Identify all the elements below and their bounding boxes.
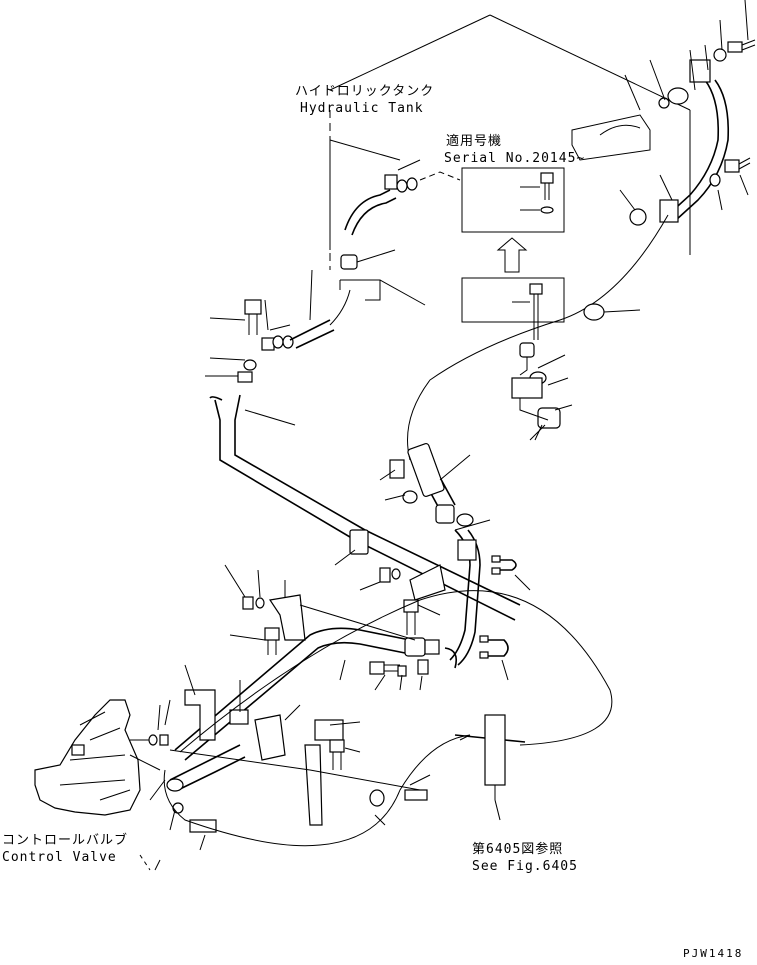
serial-label-en: Serial No.20145~: [444, 151, 586, 166]
see-fig-label-en: See Fig.6405: [472, 859, 578, 874]
tank-hose-assembly: [329, 139, 421, 270]
lower-left-tube: [174, 604, 440, 761]
middle-hose: [379, 442, 491, 666]
lower-brackets: [184, 664, 361, 826]
lower-middle-bolts: [339, 647, 458, 691]
lower-return-line: [163, 590, 613, 847]
center-clamp-bracket: [511, 342, 573, 441]
center-plate: [359, 564, 446, 635]
serial-detail-boxes: [461, 167, 565, 340]
control-valve-label-en: Control Valve: [2, 850, 117, 865]
leader-dashes: [139, 110, 461, 871]
see-fig-label-jp: 第6405図参照: [472, 842, 564, 857]
serial-label-jp: 適用号機: [446, 134, 503, 149]
main-left-tube: [209, 394, 521, 621]
left-bracket-cluster: [224, 564, 306, 655]
hydraulic-tank-label-en: Hydraulic Tank: [300, 101, 424, 116]
right-tank-hose: [619, 0, 756, 226]
hydraulic-tank-label-jp: ハイドロリックタンク: [295, 84, 435, 99]
control-valve: [34, 699, 171, 816]
valve-hose: [149, 744, 246, 871]
u-bolts: [479, 555, 531, 681]
right-return-line: [407, 214, 669, 461]
drawing-code: PJW1418: [683, 947, 744, 960]
upper-left-fittings: [205, 269, 351, 383]
control-valve-label-jp: コントロールバルブ: [2, 833, 129, 848]
